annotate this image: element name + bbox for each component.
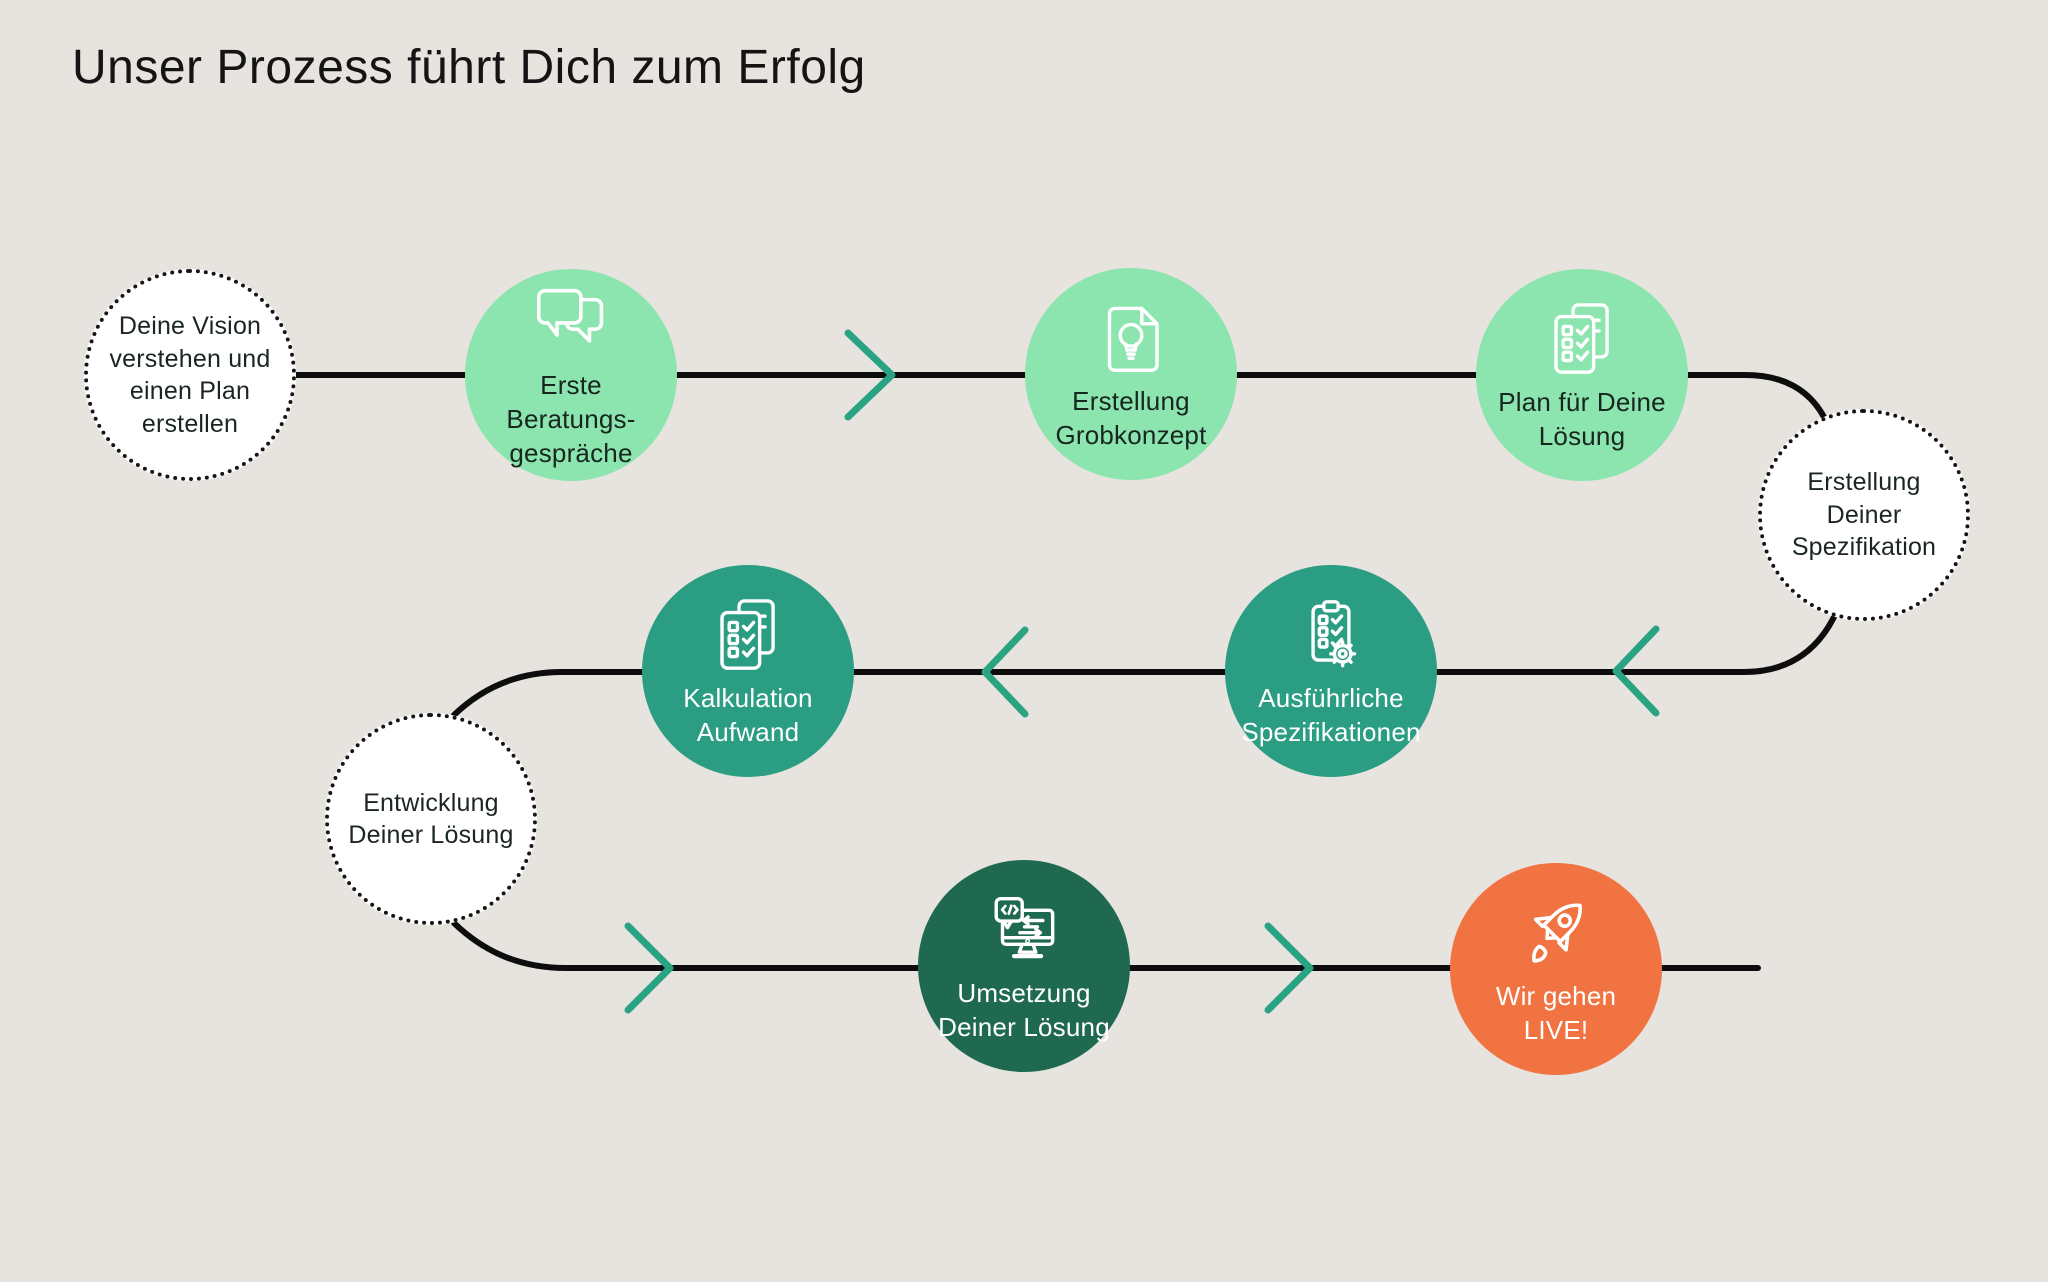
- checklist-pages-icon: [720, 599, 775, 671]
- connector-row2: [451, 614, 1837, 718]
- arrow-right-icon: [1264, 922, 1314, 1014]
- step-plan-fuer-deine-loesung: Plan für Deine Lösung: [1476, 269, 1688, 481]
- clipboard-gear-icon: [1311, 600, 1357, 668]
- step-label: Wir gehen LIVE!: [1495, 981, 1617, 1045]
- step-ausfuehrliche-spezifikationen: Ausführliche Spezifikationen: [1225, 565, 1437, 777]
- chat-bubbles-icon: [536, 289, 604, 343]
- step-wir-gehen-live: Wir gehen LIVE!: [1450, 863, 1662, 1075]
- step-umsetzung-deiner-loesung: Umsetzung Deiner Lösung: [918, 860, 1130, 1072]
- step-kalkulation-aufwand: Kalkulation Aufwand: [642, 565, 854, 777]
- step-label: Erstellung Grobkonzept: [1055, 386, 1207, 450]
- step-erste-beratungsgespraeche: Erste Beratungs- gespräche: [465, 269, 677, 481]
- step-label: Ausführliche Spezifikationen: [1241, 683, 1421, 747]
- step-label: Plan für Deine Lösung: [1498, 387, 1666, 451]
- step-label: Erste Beratungs- gespräche: [506, 370, 636, 468]
- milestone-label: Deine Vision verstehen und einen Plan er…: [109, 312, 271, 438]
- milestone-entwicklung-deiner-loesung: Entwicklung Deiner Lösung: [325, 713, 537, 925]
- document-idea-icon: [1107, 306, 1159, 373]
- milestone-deine-vision: Deine Vision verstehen und einen Plan er…: [84, 269, 296, 481]
- arrow-right-icon: [624, 922, 674, 1014]
- milestone-erstellung-deiner-spezifikation: Erstellung Deiner Spezifikation: [1758, 409, 1970, 621]
- connector-row1: [197, 372, 1827, 420]
- step-label: Umsetzung Deiner Lösung: [938, 978, 1110, 1042]
- rocket-icon: [1532, 903, 1582, 963]
- checklist-pages-icon: [1554, 303, 1609, 375]
- connector-row3: [451, 920, 1761, 971]
- arrow-right-icon: [844, 329, 896, 421]
- arrow-left-icon: [1612, 625, 1660, 717]
- milestone-label: Entwicklung Deiner Lösung: [348, 788, 514, 850]
- milestone-label: Erstellung Deiner Spezifikation: [1791, 468, 1937, 562]
- arrow-left-icon: [981, 626, 1029, 718]
- step-erstellung-grobkonzept: Erstellung Grobkonzept: [1025, 268, 1237, 480]
- page-title: Unser Prozess führt Dich zum Erfolg: [72, 41, 866, 94]
- monitor-code-icon: [994, 897, 1055, 959]
- step-label: Kalkulation Aufwand: [683, 683, 813, 747]
